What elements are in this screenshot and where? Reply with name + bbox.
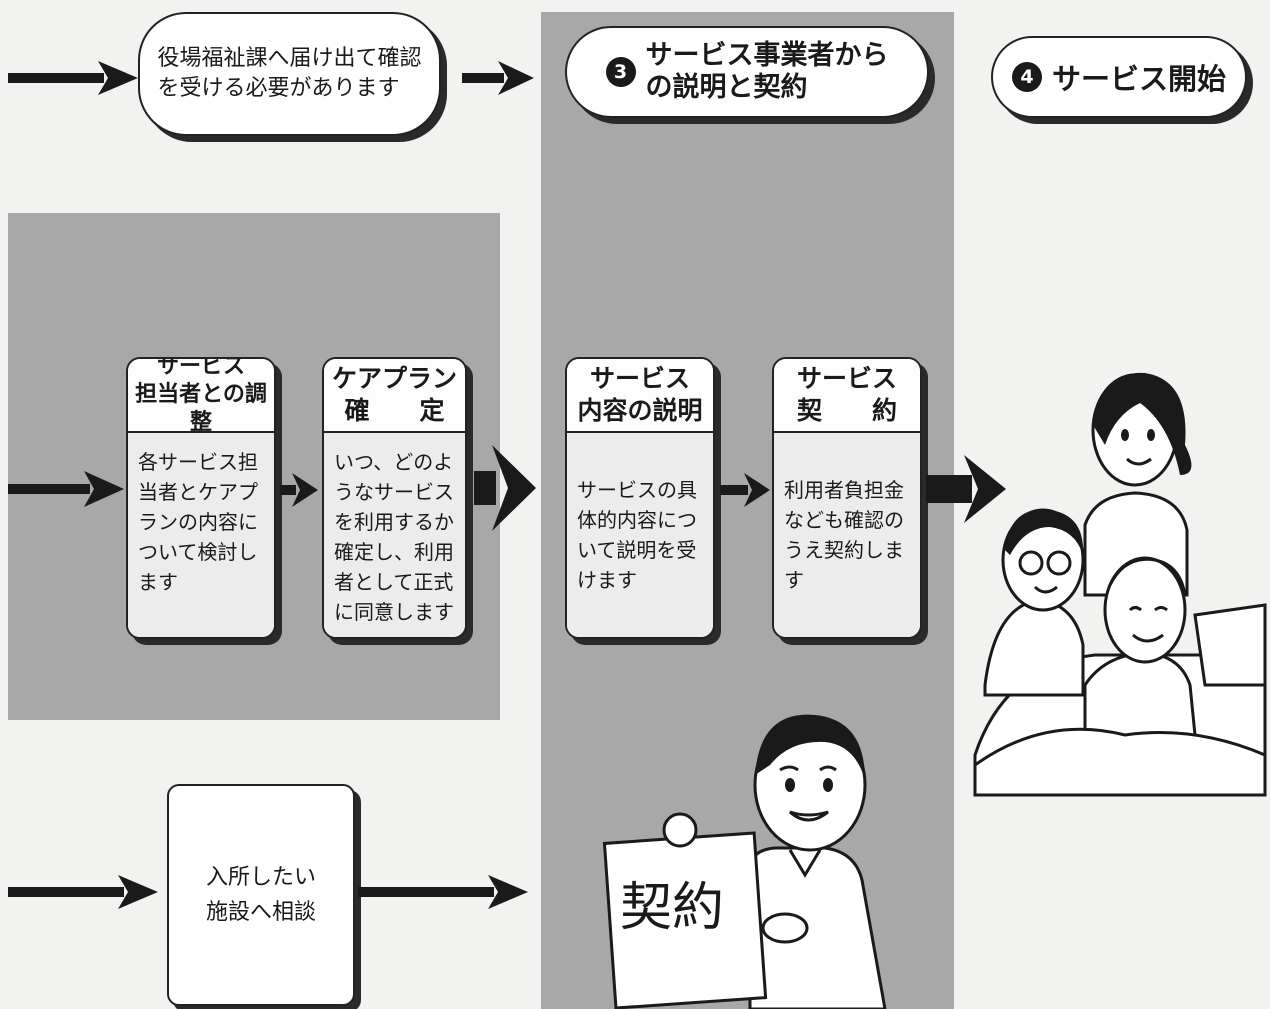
step4-number-badge: 4 — [1011, 62, 1042, 92]
step-card-body: いつ、どのよ うなサービス を利用するか 確定し、利用 者として正式 に同意しま… — [324, 433, 465, 637]
step3-title: サービス事業者から の説明と契約 — [645, 40, 889, 103]
contract-sign-text: 契約 — [620, 878, 724, 938]
step-card-header: サービス 担当者との調整 — [128, 359, 274, 435]
step-card-header: ケアプラン 確 定 — [324, 359, 465, 433]
step4-title: サービス開始 — [1051, 62, 1226, 96]
arrow-right-icon — [474, 445, 536, 531]
step3-title-pill: 3 サービス事業者から の説明と契約 — [565, 26, 929, 118]
arrow-right-icon — [358, 875, 528, 909]
step-card-header: サービス 契 約 — [774, 359, 920, 433]
step-card-body: サービスの具 体的内容につ いて説明を受 けます — [567, 433, 713, 637]
step-card-careplan: ケアプラン 確 定 いつ、どのよ うなサービス を利用するか 確定し、利用 者と… — [322, 357, 467, 639]
arrow-right-icon — [720, 473, 770, 507]
arrow-right-icon — [926, 455, 1006, 523]
step-card-body: 各サービス担 当者とケアプ ランの内容に ついて検討し ます — [128, 433, 274, 637]
step-card-header: サービス 内容の説明 — [567, 359, 713, 433]
arrow-right-icon — [8, 875, 158, 909]
arrow-right-icon — [8, 471, 124, 507]
consult-box: 入所したい 施設へ相談 — [167, 784, 355, 1006]
step-card-body: 利用者負担金 なども確認の うえ契約しま す — [774, 433, 920, 637]
step-card-contract: サービス 契 約 利用者負担金 なども確認の うえ契約しま す — [772, 357, 922, 639]
businessman-holding-sign-illustration: 契約 — [602, 714, 887, 1009]
arrow-right-icon — [462, 61, 534, 95]
arrow-right-icon — [8, 61, 138, 95]
consult-text: 入所したい 施設へ相談 — [205, 864, 316, 925]
step-card-explanation: サービス 内容の説明 サービスの具 体的内容につ いて説明を受 けます — [565, 357, 715, 639]
step3-number-badge: 3 — [605, 57, 636, 87]
family-caregivers-illustration — [973, 372, 1267, 797]
step-card-coordination: サービス 担当者との調整 各サービス担 当者とケアプ ランの内容に ついて検討し… — [126, 357, 276, 639]
notice-pill: 役場福祉課へ届け出て確認 を受ける必要があります — [138, 12, 441, 136]
notice-text: 役場福祉課へ届け出て確認 を受ける必要があります — [157, 45, 422, 101]
step4-title-pill: 4 サービス開始 — [991, 36, 1247, 118]
arrow-right-icon — [280, 473, 318, 507]
